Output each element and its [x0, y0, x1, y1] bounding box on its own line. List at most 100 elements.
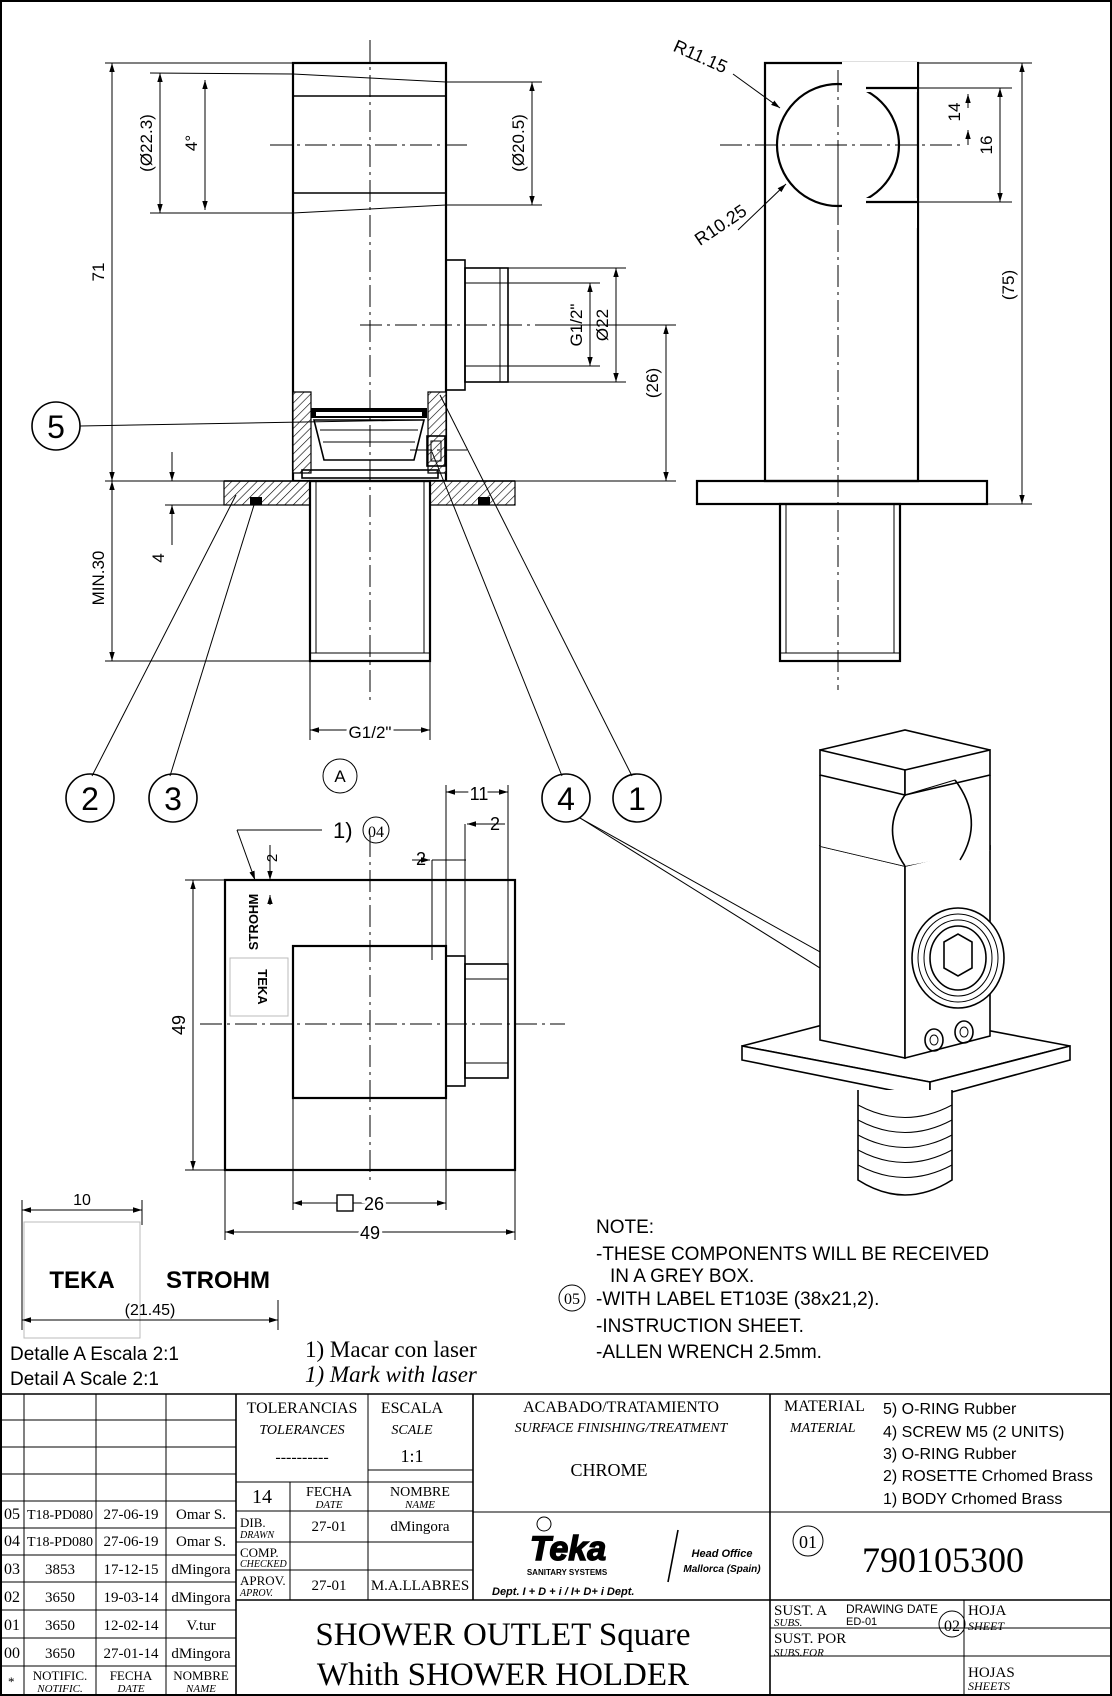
laser-note-es: 1) Macar con laser [305, 1337, 477, 1362]
isometric-view [741, 729, 1071, 1196]
rev-row-02-name: dMingora [171, 1590, 231, 1606]
scale-label-en: SCALE [391, 1423, 433, 1438]
rev-row-03-notif: 3853 [45, 1562, 75, 1578]
finish-label-en: SURFACE FINISHING/TREATMENT [515, 1421, 729, 1436]
hoja-label: HOJA [968, 1603, 1007, 1619]
sust-por-label: SUST. POR [774, 1631, 846, 1647]
rev-row-04-date: 27-06-19 [104, 1534, 159, 1550]
dib-label: DIB. [240, 1515, 266, 1530]
note-line-3: -WITH LABEL ET103E (38x21,2). [596, 1289, 879, 1310]
drawing-title-line-1: SHOWER OUTLET Square [315, 1617, 690, 1653]
detail-dim-total: (21.45) [125, 1302, 176, 1319]
rev-row-00-notif: 3650 [45, 1646, 75, 1662]
detail-caption-en: Detail A Scale 2:1 [10, 1369, 159, 1390]
dim-height-49: 49 [169, 1015, 189, 1035]
note-tag: 05 [564, 1291, 580, 1308]
rev-header-notif: NOTIFIC. [33, 1668, 88, 1683]
part-balloons: 5 2 3 4 1 [31, 394, 961, 1039]
dib-date: 27-01 [312, 1519, 347, 1535]
dim-dia-inner: (Ø20.5) [509, 114, 528, 172]
dim-opening-16: 16 [977, 136, 996, 155]
rev-header-name-en: NAME [185, 1683, 216, 1695]
head-office-loc: Mallorca (Spain) [683, 1564, 761, 1575]
rev-row-02-notif: 3650 [45, 1590, 75, 1606]
note-title: NOTE: [596, 1217, 654, 1238]
rev-header-date-en: DATE [116, 1683, 144, 1695]
laser-note: 1) Macar con laser 1) Mark with laser [305, 1337, 478, 1387]
title-block: 05 T18-PD080 27-06-19 Omar S. 04 T18-PD0… [1, 1393, 1111, 1696]
tolerances-label: TOLERANCIAS [247, 1400, 358, 1417]
tolerances-label-en: TOLERANCES [259, 1423, 344, 1438]
dept-label: Dept. I + D + i / I+ D+ i Dept. [492, 1586, 634, 1598]
top-logo-teka: TEKA [255, 969, 270, 1005]
head-office: Head Office [692, 1548, 753, 1560]
dim-height-71: 71 [89, 263, 108, 282]
sheet-tag: 02 [944, 1618, 960, 1635]
balloon-4: 4 [557, 781, 575, 817]
material-label-en: MATERIAL [789, 1421, 856, 1436]
dim-angle: 4° [182, 135, 201, 151]
detail-dim-width: 10 [73, 1192, 91, 1209]
rev-row-05-date: 27-06-19 [104, 1507, 159, 1523]
rev-row-00-date: 27-01-14 [104, 1646, 159, 1662]
sust-a-label: SUST. A [774, 1603, 827, 1619]
dib-label-en: DRAWN [239, 1530, 275, 1541]
rev-row-02-date: 19-03-14 [104, 1590, 159, 1606]
top-logo-strohm: STROHM [246, 894, 261, 950]
dim-inset-b: 2 [416, 849, 426, 869]
notes: NOTE: -THESE COMPONENTS WILL BE RECEIVED… [558, 1217, 989, 1363]
part-number: 790105300 [862, 1540, 1024, 1580]
rev-row-03-date: 17-12-15 [104, 1562, 159, 1578]
dim-dia-outer: (Ø22.3) [137, 114, 156, 172]
comp-label-en: CHECKED [240, 1559, 287, 1570]
aprov-date: 27-01 [312, 1578, 347, 1594]
dim-gap-14: 14 [945, 103, 964, 122]
top-view: TEKA STROHM 1) 04 2 11 2 2 49 49 [169, 781, 565, 1246]
balloon-1: 1 [628, 781, 646, 817]
rev-row-02-rev: 02 [4, 1589, 20, 1606]
material-item-3: 3) O-RING Rubber [883, 1446, 1017, 1463]
hojas-label: HOJAS [968, 1665, 1015, 1681]
rev-row-03-rev: 03 [4, 1561, 20, 1578]
rev-row-04-notif: T18-PD080 [27, 1535, 93, 1550]
detail-caption-es: Detalle A Escala 2:1 [10, 1344, 179, 1365]
dim-r-outer: R11.15 [670, 36, 730, 77]
balloon-3: 3 [164, 781, 182, 817]
dim-inset-a: 2 [490, 814, 500, 834]
hoja-label-en: SHEET [968, 1619, 1005, 1633]
rev-row-01-notif: 3650 [45, 1618, 75, 1634]
dim-thread-dia: Ø22 [593, 309, 612, 341]
detail-a: 10 TEKA STROHM (21.45) Detalle A Escala … [10, 1192, 279, 1390]
dim-depth-11: 11 [470, 784, 489, 804]
revision-rows: 05 T18-PD080 27-06-19 Omar S. 04 T18-PD0… [4, 1506, 231, 1662]
drawing-date-value: ED-01 [846, 1616, 877, 1628]
laser-ref: 1) [333, 818, 353, 843]
note-line-2: IN A GREY BOX. [610, 1266, 754, 1287]
material-item-5: 5) O-RING Rubber [883, 1401, 1017, 1418]
balloon-2: 2 [81, 781, 99, 817]
rev-header-notif-en: NOTIFIC. [36, 1683, 83, 1695]
rev-tag: 01 [799, 1532, 817, 1552]
note-line-5: -ALLEN WRENCH 2.5mm. [596, 1342, 822, 1363]
nombre-label: NOMBRE [390, 1485, 450, 1500]
teka-logo: Teka SANITARY SYSTEMS Dept. I + D + i / … [492, 1516, 761, 1598]
top-label-area [229, 957, 289, 1017]
material-item-1: 1) BODY Crhomed Brass [883, 1491, 1062, 1508]
drawing-title-line-2: Whith SHOWER HOLDER [317, 1657, 689, 1693]
dib-name: dMingora [390, 1519, 450, 1535]
material-label: MATERIAL [784, 1398, 865, 1415]
dim-width-49: 49 [360, 1223, 380, 1243]
dim-bottom-thread: G1/2" [349, 723, 392, 742]
rev-header-date: FECHA [110, 1668, 153, 1683]
dim-min-depth: MIN.30 [89, 551, 108, 606]
aprov-label-en: APROV. [239, 1588, 274, 1599]
material-item-4: 4) SCREW M5 (2 UNITS) [883, 1424, 1064, 1441]
scale-label: ESCALA [381, 1400, 444, 1417]
finish-value: CHROME [570, 1460, 647, 1480]
rev-row-05-name: Omar S. [176, 1507, 226, 1523]
rev-row-00-rev: 00 [4, 1645, 20, 1662]
balloon-5: 5 [47, 409, 65, 445]
hojas-label-en: SHEETS [968, 1679, 1010, 1693]
